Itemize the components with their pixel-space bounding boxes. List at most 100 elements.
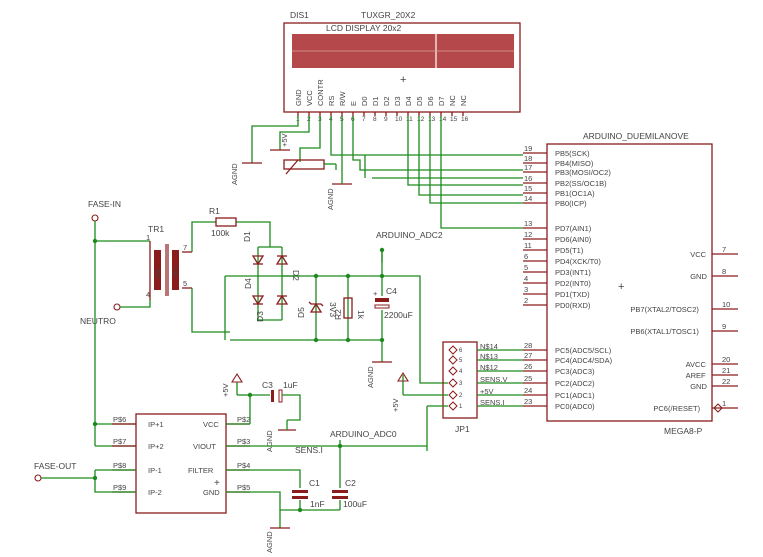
arduino-pin-label: PB7(XTAL2/TOSC2) [630, 305, 699, 314]
arduino-block[interactable]: ARDUINO_DUEMILANOVE MEGA8-P + 19PB5(SCK)… [523, 131, 738, 436]
arduino-pin-number: 6 [524, 252, 528, 261]
lcd-pin-number: 8 [373, 116, 377, 123]
arduino-pin-number: 4 [524, 274, 528, 283]
lcd-pin-label: D5 [415, 96, 424, 106]
jp1-net-label: SENS.I [480, 398, 505, 407]
adc0-label: ARDUINO_ADC0 [330, 429, 397, 439]
jp1-pin [448, 401, 458, 411]
svg-text:+: + [214, 478, 220, 489]
jp-5v-label: +5V [391, 398, 400, 412]
jp1-ref: JP1 [455, 424, 470, 434]
arduino-name: ARDUINO_DUEMILANOVE [583, 131, 689, 141]
jp1-pin-number: 2 [459, 393, 463, 399]
jp1-pin-number: 1 [459, 404, 463, 410]
lcd-pin-label: D6 [426, 96, 435, 106]
arduino-pin-number: 24 [524, 386, 532, 395]
arduino-pin-label: PC4(ADC4/SDA) [555, 356, 613, 365]
lcd-pin-number: 15 [450, 116, 458, 123]
lcd-title: LCD DISPLAY 20x2 [326, 23, 402, 33]
power-input-section[interactable]: FASE-IN NEUTRO TR1 1 4 7 5 PRI SEC R1 [80, 199, 448, 447]
d1-ref: D1 [242, 231, 252, 242]
current-sensor-ic[interactable]: + P$6IP+1P$7IP+2P$8IP-1P$9IP-2P$2VCCP$3V… [34, 372, 427, 553]
lcd-pin-label: D3 [393, 96, 402, 106]
arduino-pin-number: 8 [722, 267, 726, 276]
arduino-pin-number: 12 [524, 230, 532, 239]
jp1-pin [448, 345, 458, 355]
c1-ref: C1 [309, 478, 320, 488]
jp1-pin-number: 4 [459, 369, 463, 375]
lcd-agnd2: AGND [326, 188, 335, 210]
lcd-pin-label: RS [327, 96, 336, 106]
lcd-outline [283, 22, 521, 113]
arduino-pin-number: 14 [524, 194, 532, 203]
transformer-primary [154, 250, 161, 290]
arduino-pin-number: 11 [524, 241, 532, 250]
c4-ref: C4 [386, 286, 397, 296]
lcd-pin-number: 14 [439, 116, 447, 123]
arduino-pin-number: 7 [722, 245, 726, 254]
d4-ref: D4 [243, 278, 253, 289]
arduino-pin-label: AREF [686, 371, 706, 380]
lcd-pin-label: E [349, 101, 358, 106]
ic-5v-label: +5V [221, 383, 230, 397]
ic-pad: P$6 [113, 415, 126, 424]
jp1-pin [448, 378, 458, 388]
ic-pin-label: IP+2 [148, 442, 164, 451]
lcd-pin-label: GND [294, 89, 303, 106]
arduino-pin-label: PB4(MISO) [555, 159, 594, 168]
tr1-pin7: 7 [183, 243, 187, 252]
arduino-pin-label: PC3(ADC3) [555, 367, 595, 376]
jp1-pin [448, 390, 458, 400]
jp1-net-label: SENS.V [480, 375, 508, 384]
jp1-net-label: +5V [480, 387, 494, 396]
c3-agnd: AGND [265, 430, 274, 452]
arduino-pin-number: 5 [524, 263, 528, 272]
arduino-pin-number: 13 [524, 219, 532, 228]
arduino-pin-label: AVCC [686, 360, 707, 369]
jp1-net-label: N$14 [480, 342, 498, 351]
ic-pin-label: GND [203, 488, 220, 497]
lcd-pin-label: CONTR [316, 79, 325, 106]
arduino-pin-number: 2 [524, 296, 528, 305]
jp1-pin-number: 6 [459, 348, 463, 354]
jp1-pin [448, 355, 458, 365]
tr1-label: TR1 [148, 224, 164, 234]
d5-ref: D5 [296, 307, 306, 318]
lcd-pin-label: VCC [305, 90, 314, 106]
arduino-pin-label: PB6(XTAL1/TOSC1) [630, 327, 699, 336]
ic-agnd: AGND [265, 531, 274, 553]
arduino-pin-label: PB1(OC1A) [555, 189, 595, 198]
ic-pin-label: IP-1 [148, 466, 162, 475]
ic-pad: P$8 [113, 461, 126, 470]
ic-pin-label: IP+1 [148, 420, 164, 429]
lcd-pin-label: D7 [437, 96, 446, 106]
arduino-pin-label: PC1(ADC1) [555, 391, 595, 400]
lcd-part: TUXGR_20X2 [361, 10, 416, 20]
arduino-pin-label: PD1(TXD) [555, 290, 590, 299]
svg-text:+: + [373, 289, 378, 298]
arduino-pin-number: 19 [524, 144, 532, 153]
jp1-pin-number: 3 [459, 381, 463, 387]
lcd-ref: DIS1 [290, 10, 309, 20]
ic-pad: P$7 [113, 437, 126, 446]
arduino-pin-label: PB2(SS/OC1B) [555, 179, 607, 188]
c4-agnd: AGND [366, 366, 375, 388]
arduino-pin-number: 15 [524, 184, 532, 193]
pri-label: PRI [156, 268, 162, 278]
arduino-pin-number: 18 [524, 154, 532, 163]
tr1-pin1: 1 [146, 233, 150, 242]
arduino-pin-number: 16 [524, 174, 532, 183]
arduino-pin-label: PC0(ADC0) [555, 402, 595, 411]
arduino-pin-label: PD0(RXD) [555, 301, 591, 310]
arduino-pin-number: 26 [524, 362, 532, 371]
ic-pin-label: IP-2 [148, 488, 162, 497]
lcd-pin-label: D4 [404, 96, 413, 106]
lcd-pin-number: 13 [428, 116, 436, 123]
arduino-pin-label: PD7(AIN1) [555, 224, 592, 233]
tr1-pin4: 4 [146, 290, 150, 299]
lcd-pin-number: 7 [362, 116, 366, 123]
fase-in-label: FASE-IN [88, 199, 121, 209]
arduino-pin-number: 27 [524, 351, 532, 360]
